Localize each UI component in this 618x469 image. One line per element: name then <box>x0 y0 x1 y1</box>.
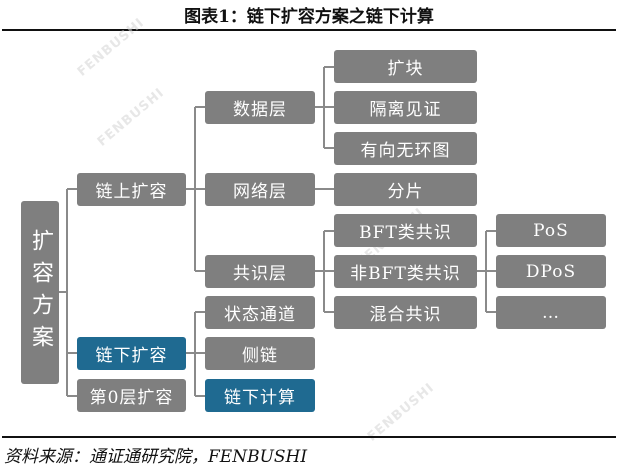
node-state-channel: 状态通道 <box>205 296 315 329</box>
node-non-bft-consensus: 非BFT类共识 <box>334 255 477 288</box>
figure-title: 图表1：链下扩容方案之链下计算 <box>184 7 434 27</box>
node-pos: PoS <box>496 214 606 247</box>
node-hybrid-consensus: 混合共识 <box>334 296 477 329</box>
node-block-expansion: 扩块 <box>334 50 477 83</box>
node-dag: 有向无环图 <box>334 132 477 165</box>
source-note: 资料来源：通证通研究院，FENBUSHI <box>4 447 308 467</box>
node-dpos: DPoS <box>496 255 606 288</box>
root-node: 扩容方案 <box>21 201 59 384</box>
node-data-layer: 数据层 <box>205 91 315 124</box>
node-sharding: 分片 <box>334 173 477 206</box>
source-rule <box>2 436 616 438</box>
node-offchain-scaling: 链下扩容 <box>77 337 186 370</box>
node-network-layer: 网络层 <box>205 173 315 206</box>
node-consensus-layer: 共识层 <box>205 255 315 288</box>
node-ellipsis: … <box>496 296 606 329</box>
node-bft-consensus: BFT类共识 <box>334 214 477 247</box>
node-segwit: 隔离见证 <box>334 91 477 124</box>
title-rule <box>2 29 616 31</box>
node-offchain-compute: 链下计算 <box>205 379 315 412</box>
node-sidechain: 侧链 <box>205 337 315 370</box>
node-layer0-scaling: 第0层扩容 <box>77 379 186 412</box>
node-onchain-scaling: 链上扩容 <box>77 173 186 206</box>
